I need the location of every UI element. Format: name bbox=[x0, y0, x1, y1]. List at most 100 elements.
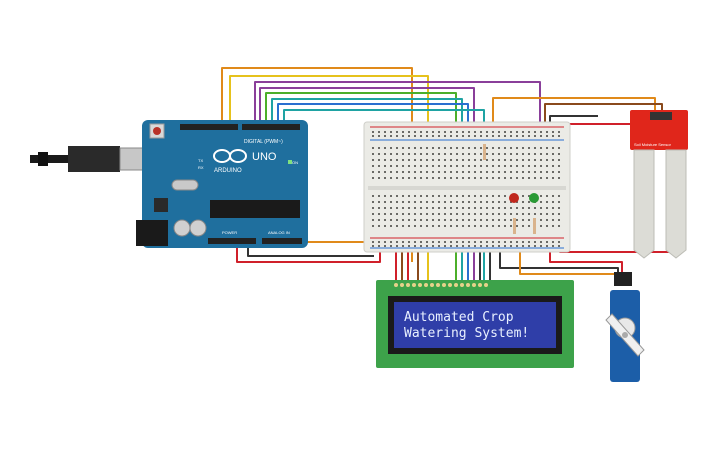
breadboard-hole bbox=[438, 135, 440, 137]
breadboard-hole bbox=[552, 241, 554, 243]
breadboard-hole bbox=[396, 165, 398, 167]
breadboard-hole bbox=[522, 207, 524, 209]
breadboard-hole bbox=[432, 135, 434, 137]
sensor-prong-right bbox=[665, 149, 687, 259]
breadboard-hole bbox=[438, 225, 440, 227]
breadboard-hole bbox=[396, 207, 398, 209]
breadboard-hole bbox=[414, 165, 416, 167]
breadboard-hole bbox=[486, 171, 488, 173]
breadboard-hole bbox=[444, 153, 446, 155]
breadboard-hole bbox=[552, 159, 554, 161]
breadboard-hole bbox=[462, 135, 464, 137]
breadboard-hole bbox=[498, 245, 500, 247]
breadboard-hole bbox=[546, 201, 548, 203]
breadboard-hole bbox=[522, 245, 524, 247]
breadboard-hole bbox=[438, 195, 440, 197]
breadboard-hole bbox=[450, 135, 452, 137]
breadboard-hole bbox=[546, 245, 548, 247]
breadboard-hole bbox=[372, 201, 374, 203]
breadboard-hole bbox=[534, 241, 536, 243]
breadboard-hole bbox=[402, 177, 404, 179]
breadboard-hole bbox=[558, 195, 560, 197]
breadboard-hole bbox=[372, 241, 374, 243]
breadboard-hole bbox=[426, 171, 428, 173]
sensor-label: Soil Moisture Sensor bbox=[634, 142, 672, 147]
breadboard-hole bbox=[474, 201, 476, 203]
breadboard-hole bbox=[498, 241, 500, 243]
breadboard-hole bbox=[372, 207, 374, 209]
green-led bbox=[529, 193, 539, 203]
breadboard-hole bbox=[480, 195, 482, 197]
capacitor-2 bbox=[189, 219, 207, 237]
breadboard-hole bbox=[462, 201, 464, 203]
breadboard-hole bbox=[492, 195, 494, 197]
breadboard-hole bbox=[486, 165, 488, 167]
breadboard bbox=[363, 121, 571, 253]
power-header bbox=[208, 238, 256, 244]
breadboard-hole bbox=[552, 225, 554, 227]
breadboard-hole bbox=[432, 195, 434, 197]
breadboard-hole bbox=[468, 225, 470, 227]
breadboard-hole bbox=[390, 131, 392, 133]
breadboard-hole bbox=[510, 171, 512, 173]
breadboard-hole bbox=[450, 131, 452, 133]
breadboard-hole bbox=[444, 131, 446, 133]
breadboard-hole bbox=[558, 213, 560, 215]
breadboard-hole bbox=[528, 245, 530, 247]
breadboard-hole bbox=[558, 159, 560, 161]
breadboard-hole bbox=[444, 225, 446, 227]
lcd-pin bbox=[418, 283, 422, 287]
breadboard-hole bbox=[540, 153, 542, 155]
arduino-logo bbox=[213, 149, 247, 163]
breadboard-hole bbox=[534, 213, 536, 215]
breadboard-hole bbox=[468, 213, 470, 215]
breadboard-hole bbox=[546, 135, 548, 137]
breadboard-hole bbox=[444, 245, 446, 247]
breadboard-hole bbox=[540, 177, 542, 179]
breadboard-hole bbox=[438, 201, 440, 203]
breadboard-hole bbox=[516, 147, 518, 149]
breadboard-hole bbox=[390, 219, 392, 221]
breadboard-hole bbox=[390, 201, 392, 203]
lcd-pins bbox=[394, 283, 488, 287]
breadboard-hole bbox=[552, 245, 554, 247]
breadboard-hole bbox=[384, 135, 386, 137]
breadboard-hole bbox=[528, 131, 530, 133]
breadboard-hole bbox=[462, 213, 464, 215]
breadboard-hole bbox=[504, 153, 506, 155]
breadboard-hole bbox=[432, 241, 434, 243]
servo-connector bbox=[614, 272, 632, 286]
breadboard-hole bbox=[438, 245, 440, 247]
breadboard-hole bbox=[510, 245, 512, 247]
breadboard-hole bbox=[534, 165, 536, 167]
breadboard-hole bbox=[462, 219, 464, 221]
digital-header-1 bbox=[180, 124, 238, 130]
breadboard-hole bbox=[444, 195, 446, 197]
breadboard-hole bbox=[492, 165, 494, 167]
breadboard-hole bbox=[408, 201, 410, 203]
reset-button-cap[interactable] bbox=[153, 127, 161, 135]
breadboard-hole bbox=[432, 159, 434, 161]
soil-moisture-sensor: Soil Moisture Sensor bbox=[630, 110, 688, 259]
breadboard-hole bbox=[504, 219, 506, 221]
breadboard-hole bbox=[522, 135, 524, 137]
breadboard-hole bbox=[438, 219, 440, 221]
breadboard-hole bbox=[378, 177, 380, 179]
breadboard-hole bbox=[486, 135, 488, 137]
breadboard-hole bbox=[528, 207, 530, 209]
breadboard-hole bbox=[408, 219, 410, 221]
breadboard-hole bbox=[396, 171, 398, 173]
breadboard-hole bbox=[540, 195, 542, 197]
breadboard-hole bbox=[426, 245, 428, 247]
breadboard-hole bbox=[474, 219, 476, 221]
breadboard-hole bbox=[486, 225, 488, 227]
breadboard-hole bbox=[546, 147, 548, 149]
breadboard-hole bbox=[372, 159, 374, 161]
breadboard-hole bbox=[456, 225, 458, 227]
breadboard-hole bbox=[546, 159, 548, 161]
breadboard-hole bbox=[468, 201, 470, 203]
lcd-pin bbox=[394, 283, 398, 287]
lcd-pin bbox=[466, 283, 470, 287]
breadboard-hole bbox=[402, 147, 404, 149]
breadboard-hole bbox=[510, 131, 512, 133]
